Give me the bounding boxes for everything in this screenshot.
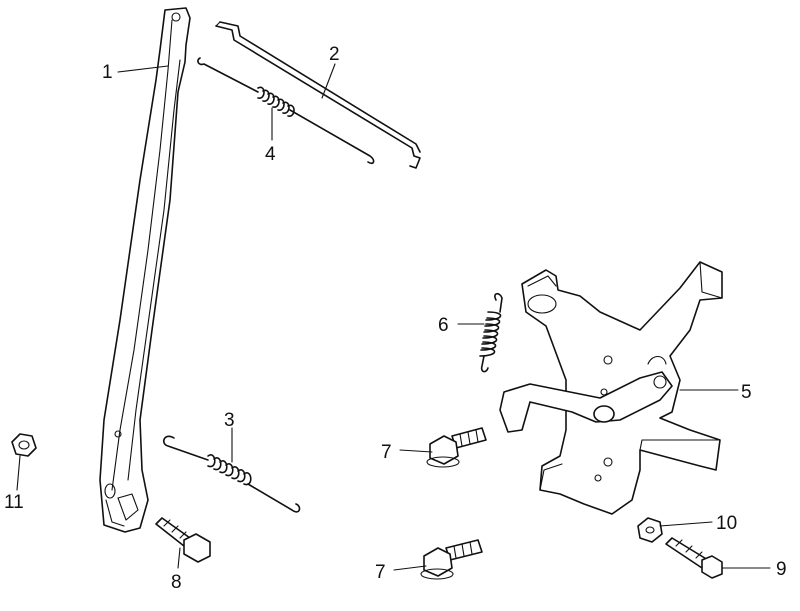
callout-6: 6 [438, 315, 449, 336]
callout-8: 8 [171, 572, 182, 593]
callout-9: 9 [776, 559, 787, 580]
control-bracket-part-5 [499, 261, 723, 515]
callout-4: 4 [265, 144, 276, 165]
callout-3: 3 [224, 410, 235, 431]
callout-11: 11 [4, 492, 24, 513]
wire-rod-part-2 [215, 21, 421, 169]
flange-bolt-part-7-upper [426, 427, 487, 468]
control-lever-part-1 [99, 7, 191, 533]
callout-7-upper: 7 [381, 442, 392, 463]
leader-lines [16, 63, 771, 571]
spring-part-6 [479, 292, 503, 373]
callout-10: 10 [716, 513, 737, 534]
hex-bolt-part-8 [155, 517, 211, 563]
spring-part-3 [162, 435, 301, 513]
spring-part-4 [197, 57, 375, 165]
nut-part-11 [11, 433, 37, 457]
flange-bolt-part-7-lower [420, 539, 483, 580]
callout-labels: 1 2 3 4 5 6 7 7 8 9 10 11 [4, 44, 787, 593]
bolt-part-9 [665, 537, 723, 579]
callout-7-lower: 7 [375, 562, 386, 583]
nut-part-10 [637, 517, 663, 543]
callout-5: 5 [741, 382, 752, 403]
callout-1: 1 [102, 62, 113, 83]
callout-2: 2 [329, 44, 340, 65]
